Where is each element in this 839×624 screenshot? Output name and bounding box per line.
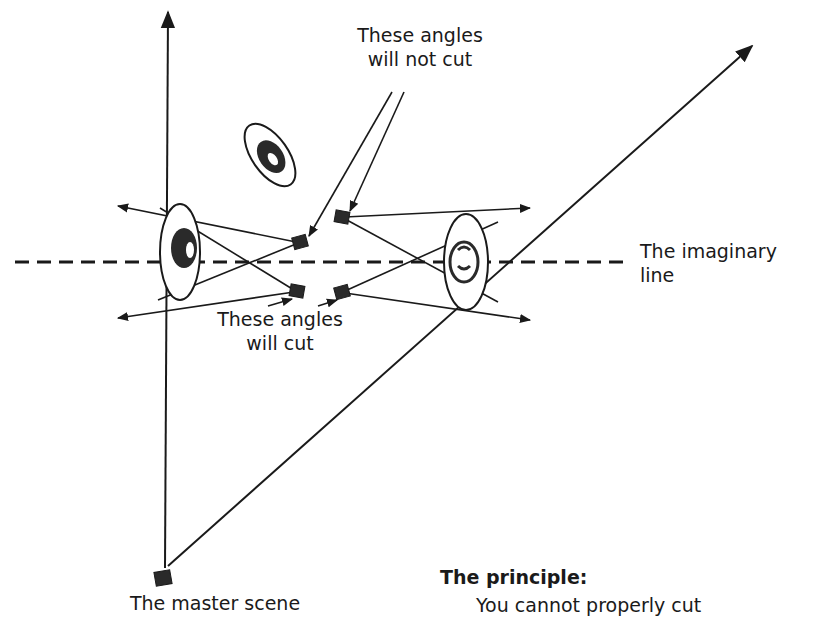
- actor-top: [235, 115, 306, 195]
- principle-heading: The principle:: [440, 566, 640, 590]
- master-camera: [154, 570, 172, 587]
- callout-note: These angles will not cut: [340, 24, 500, 72]
- actor-left: [160, 204, 200, 300]
- imaginary-line: [15, 261, 625, 264]
- callout-note: These angles will cut: [200, 308, 360, 356]
- camera: [334, 284, 351, 299]
- camera: [292, 234, 309, 249]
- master-view-line: [168, 46, 752, 566]
- camera: [289, 284, 305, 298]
- actor-right: [444, 214, 488, 310]
- principle-text: You cannot properly cut: [476, 594, 816, 618]
- leader-lines: [268, 92, 404, 306]
- camera: [334, 210, 350, 224]
- camera-label: The master scene: [100, 592, 330, 616]
- line-label: The imaginary line: [640, 240, 790, 288]
